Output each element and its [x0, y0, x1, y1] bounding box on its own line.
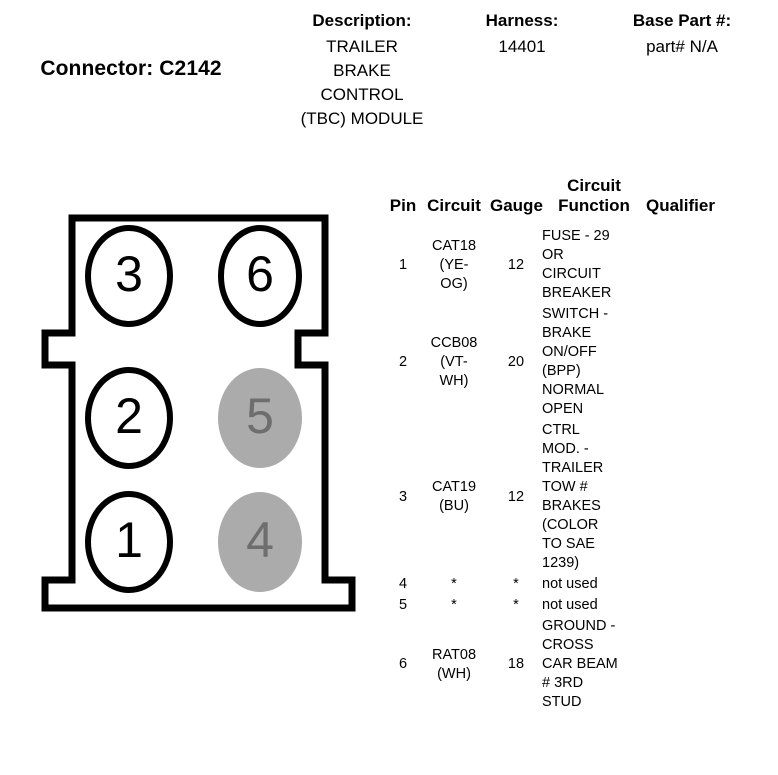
cell-gauge: *: [513, 576, 519, 592]
pin-1: 1: [85, 491, 173, 593]
base-part-value: part# N/A: [646, 37, 718, 56]
cell-circuit-function: CTRL MOD. - TRAILER TOW # BRAKES (COLOR …: [542, 422, 604, 571]
table-row: 6 RAT08 (WH) 18 GROUND - CROSS CAR BEAM # 3…: [388, 616, 778, 713]
pin-6-ellipse: [218, 225, 302, 327]
connector-title: Connector: C2142: [40, 57, 222, 80]
cell-gauge: 12: [507, 256, 525, 273]
cell-circuit: CAT19 (BU): [431, 479, 477, 514]
cell-pin: 1: [398, 256, 408, 273]
cell-gauge: 20: [507, 353, 525, 370]
cell-pin: 5: [398, 597, 408, 613]
column-header-qualifier: Qualifier: [646, 196, 715, 215]
pin-table-header-row: Pin Circuit Gauge Circuit Function Quali…: [388, 176, 778, 226]
cell-pin: 6: [398, 656, 408, 672]
cell-circuit: *: [451, 576, 457, 592]
cell-pin: 4: [398, 576, 408, 592]
base-part-column: Base Part #: part# N/A: [592, 10, 772, 59]
pin-4-number: 4: [246, 512, 274, 568]
description-label: Description:: [312, 11, 412, 30]
description-column: Description: TRAILER BRAKE CONTROL (TBC)…: [262, 10, 462, 131]
pin-5-ellipse: [218, 368, 302, 468]
cell-gauge: *: [513, 597, 519, 613]
cell-circuit-function: not used: [542, 597, 598, 613]
cell-gauge: 18: [507, 656, 525, 672]
cell-circuit: CCB08 (VT- WH): [430, 334, 478, 389]
table-row: 4 * * not used: [388, 574, 778, 595]
cell-circuit: CAT18 (YE- OG): [431, 237, 477, 292]
table-row: 3 CAT19 (BU) 12 CTRL MOD. - TRAILER TOW # B…: [388, 420, 778, 574]
pin-1-number: 1: [115, 512, 143, 568]
connector-diagram: 3 6 2 5 1 4: [30, 200, 370, 620]
pin-2: 2: [85, 367, 173, 469]
pin-table: Pin Circuit Gauge Circuit Function Quali…: [388, 176, 778, 713]
base-part-label: Base Part #:: [632, 11, 732, 30]
cell-qualifier: [646, 420, 778, 574]
cell-gauge: 12: [507, 488, 525, 505]
column-header-gauge: Gauge: [490, 196, 543, 215]
header: Connector: C2142 Description: TRAILER BR…: [0, 0, 778, 150]
table-row: 5 * * not used: [388, 595, 778, 616]
pin-6: 6: [218, 225, 302, 327]
column-header-circuit-function: Circuit Function: [558, 176, 630, 215]
pin-table-container: Pin Circuit Gauge Circuit Function Quali…: [388, 176, 778, 713]
cell-qualifier: [646, 574, 778, 595]
cell-pin: 3: [398, 488, 408, 505]
pin-1-ellipse: [85, 491, 173, 593]
pin-5: 5: [218, 368, 302, 468]
cell-circuit: *: [451, 597, 457, 613]
pin-3-ellipse: [85, 225, 173, 327]
cell-pin: 2: [398, 353, 408, 370]
cell-circuit-function: GROUND - CROSS CAR BEAM # 3RD STUD: [542, 618, 618, 710]
cell-circuit: RAT08 (WH): [431, 646, 477, 682]
cell-qualifier: [646, 226, 778, 304]
pin-table-head: Pin Circuit Gauge Circuit Function Quali…: [388, 176, 778, 226]
cell-qualifier: [646, 616, 778, 713]
column-header-pin: Pin: [389, 196, 417, 215]
cell-qualifier: [646, 304, 778, 420]
table-row: 2 CCB08 (VT- WH) 20 SWITCH - BRAKE ON/OFF (…: [388, 304, 778, 420]
pin-table-body: 1 CAT18 (YE- OG) 12 FUSE - 29 OR CIRCUIT BR…: [388, 226, 778, 713]
cell-circuit-function: not used: [542, 576, 598, 592]
pin-6-number: 6: [246, 246, 274, 302]
cell-circuit-function: SWITCH - BRAKE ON/OFF (BPP) NORMAL OPEN: [542, 306, 609, 417]
pin-5-number: 5: [246, 388, 274, 444]
pin-3: 3: [85, 225, 173, 327]
harness-value: 14401: [498, 37, 546, 56]
table-row: 1 CAT18 (YE- OG) 12 FUSE - 29 OR CIRCUIT BR…: [388, 226, 778, 304]
cell-qualifier: [646, 595, 778, 616]
description-value: TRAILER BRAKE CONTROL (TBC) MODULE: [300, 37, 424, 128]
pin-4-ellipse: [218, 492, 302, 592]
cell-circuit-function: FUSE - 29 OR CIRCUIT BREAKER: [542, 228, 612, 301]
column-header-circuit: Circuit: [427, 196, 481, 215]
harness-label: Harness:: [485, 11, 559, 30]
pin-2-ellipse: [85, 367, 173, 469]
pin-2-number: 2: [115, 388, 143, 444]
pin-4: 4: [218, 492, 302, 592]
connector-body-svg: 3 6 2 5 1 4: [41, 214, 356, 612]
harness-column: Harness: 14401: [452, 10, 592, 59]
pin-3-number: 3: [115, 246, 143, 302]
